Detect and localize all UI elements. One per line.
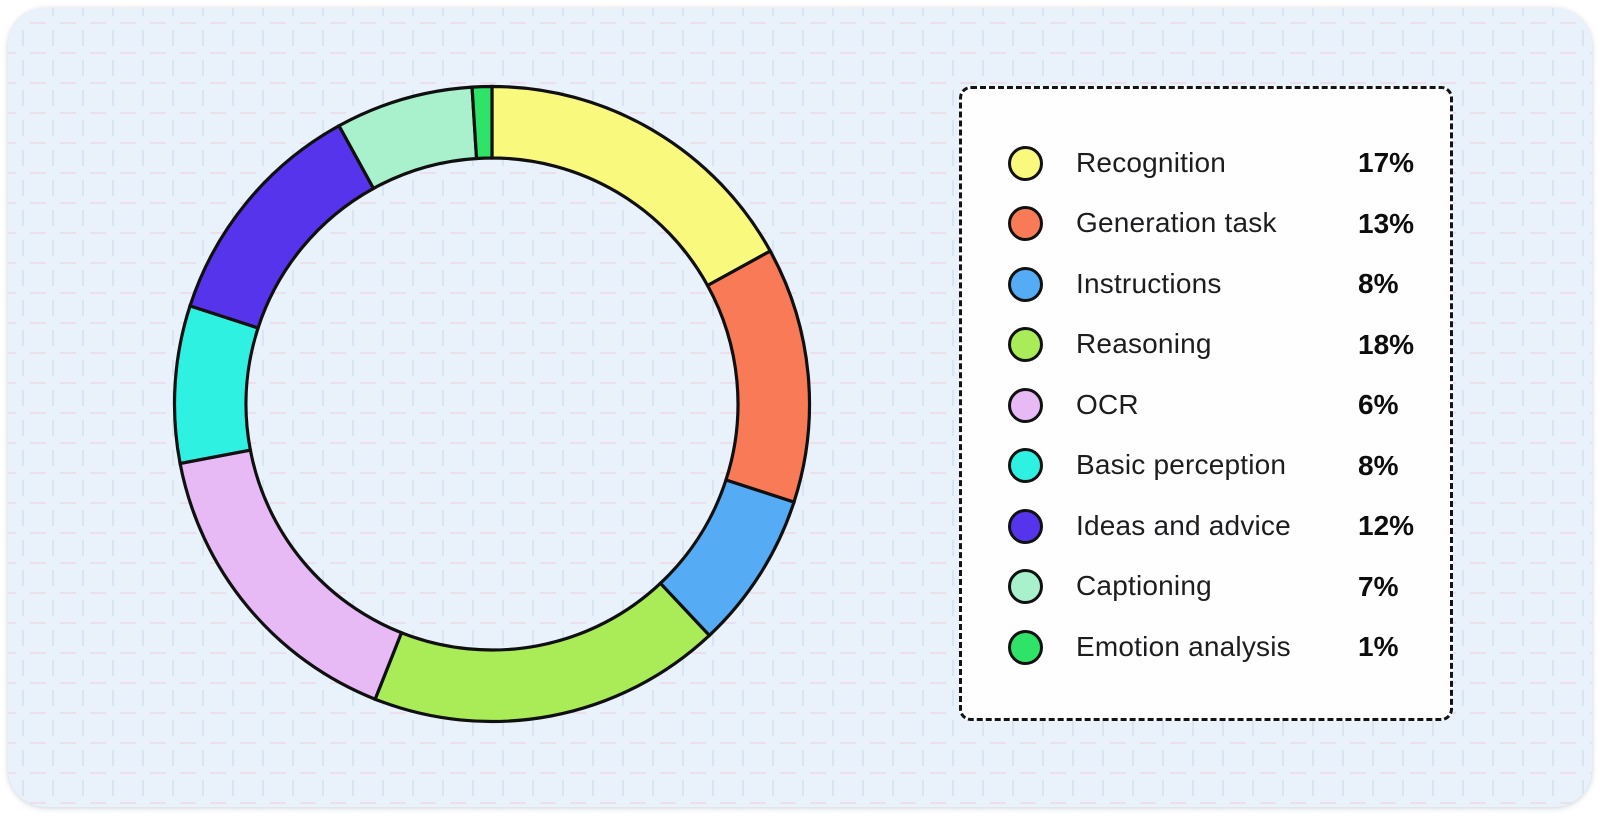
legend-category-label: Reasoning — [1076, 328, 1212, 360]
legend-category-label: Emotion analysis — [1076, 630, 1291, 662]
legend-row-ocr[interactable]: OCR 6% — [1008, 375, 1450, 436]
legend-row-instructions[interactable]: Instructions 8% — [1008, 254, 1450, 315]
legend-row-captioning[interactable]: Captioning 7% — [1008, 557, 1450, 618]
legend-row-emotion-analysis[interactable]: Emotion analysis 1% — [1008, 617, 1450, 678]
legend-color-swatch-icon — [1008, 448, 1043, 484]
legend-color-swatch-icon — [1008, 629, 1043, 665]
legend-color-swatch-icon — [1008, 145, 1043, 181]
legend-percent-value: 7% — [1358, 570, 1399, 602]
legend-color-swatch-icon — [1008, 206, 1043, 242]
legend-percent-value: 17% — [1358, 147, 1415, 179]
legend-category-label: OCR — [1076, 388, 1139, 420]
legend-category-label: Generation task — [1076, 207, 1277, 239]
legend-percent-value: 18% — [1358, 328, 1415, 360]
legend-category-label: Ideas and advice — [1076, 509, 1291, 541]
donut-segment-basic-perception[interactable] — [172, 303, 261, 466]
legend-row-generation-task[interactable]: Generation task 13% — [1008, 194, 1450, 255]
legend-category-label: Basic perception — [1076, 449, 1287, 481]
legend-color-swatch-icon — [1008, 266, 1043, 302]
legend-category-label: Captioning — [1076, 570, 1212, 602]
legend-category-label: Recognition — [1076, 146, 1227, 178]
legend-color-swatch-icon — [1008, 569, 1043, 605]
legend-percent-value: 8% — [1358, 449, 1399, 481]
legend-percent-value: 12% — [1358, 510, 1415, 542]
legend-color-swatch-icon — [1008, 387, 1043, 423]
legend-percent-value: 13% — [1358, 207, 1415, 239]
legend-row-basic-perception[interactable]: Basic perception 8% — [1008, 436, 1450, 497]
legend-color-swatch-icon — [1008, 327, 1043, 363]
donut-segment-emotion-analysis[interactable] — [470, 84, 494, 161]
legend-row-ideas-and-advice[interactable]: Ideas and advice 12% — [1008, 496, 1450, 557]
legend-row-reasoning[interactable]: Reasoning 18% — [1008, 315, 1450, 376]
legend-color-swatch-icon — [1008, 508, 1043, 544]
legend-category-label: Instructions — [1076, 267, 1222, 299]
legend-percent-value: 1% — [1358, 631, 1399, 663]
legend-panel: Recognition 17% Generation task 13% Inst… — [959, 86, 1453, 721]
legend-percent-value: 8% — [1358, 268, 1399, 300]
legend-percent-value: 6% — [1358, 389, 1399, 421]
legend-row-recognition[interactable]: Recognition 17% — [1008, 133, 1450, 194]
